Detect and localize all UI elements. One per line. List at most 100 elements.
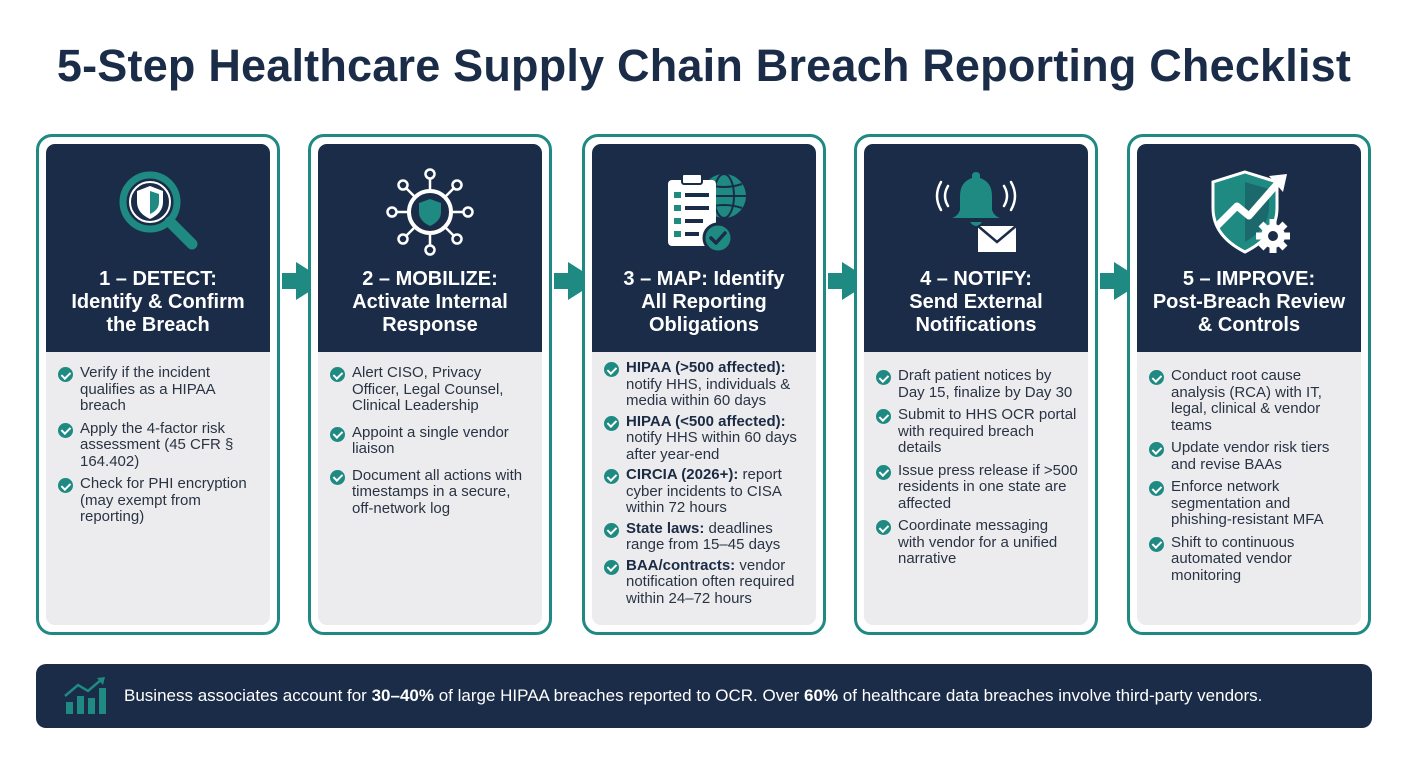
checklist-item-bold: HIPAA (>500 affected): [626, 359, 786, 376]
checklist-item-bold: State laws: [626, 519, 705, 537]
step-title-line: Response [382, 314, 478, 336]
footer-stat-banner: Business associates account for 30–40% o… [36, 664, 1372, 728]
checklist-item-text: CIRCIA (2026+): report cyber incidents t… [626, 466, 806, 517]
step-checklist: Verify if the incident qualifies as a HI… [46, 352, 270, 625]
check-circle-icon [604, 362, 619, 377]
check-circle-icon [1149, 481, 1164, 496]
checklist-item-text: HIPAA (>500 affected): notify HHS, indiv… [626, 359, 806, 410]
checklist-item-detail: deadlines range from 15–45 days [626, 519, 781, 553]
step-checklist: Alert CISO, Privacy Officer, Legal Couns… [318, 352, 542, 625]
check-circle-icon [876, 409, 891, 424]
footer-text-part: of large HIPAA breaches reported to OCR.… [433, 686, 805, 705]
checklist-item-text: Verify if the incident qualifies as a HI… [80, 364, 215, 414]
step-title-line: 3 – MAP: Identify [623, 268, 785, 290]
step-title-line: 2 – MOBILIZE: [362, 268, 498, 290]
step-title-line: All Reporting [641, 291, 767, 313]
step-header: 4 – NOTIFY: Send External Notifications [864, 144, 1088, 352]
footer-stat-bold: 60% [804, 686, 839, 705]
checklist-item-text: Alert CISO, Privacy Officer, Legal Couns… [352, 364, 504, 414]
step-title-line: 1 – DETECT: [99, 268, 217, 290]
footer-text: Business associates account for 30–40% o… [124, 686, 1262, 706]
checklist-item: Document all actions with timestamps in … [330, 466, 532, 518]
checklist-item-text: BAA/contracts: vendor notification often… [626, 556, 806, 608]
checklist-item: Conduct root cause analysis (RCA) with I… [1149, 367, 1351, 434]
check-circle-icon [330, 469, 345, 485]
step-title-line: Notifications [915, 314, 1037, 336]
page-title: 5-Step Healthcare Supply Chain Breach Re… [56, 40, 1352, 91]
step-card-map: 3 – MAP: Identify All Reporting Obligati… [582, 134, 826, 635]
step-checklist: HIPAA (>500 affected): notify HHS, indiv… [592, 352, 816, 625]
step-title-line: & Controls [1197, 314, 1301, 336]
check-circle-icon [604, 522, 619, 538]
network-shield-icon [380, 162, 480, 262]
check-circle-icon [330, 426, 345, 442]
checklist-item: Issue press release if >500 residents in… [876, 461, 1078, 513]
check-circle-icon [876, 520, 891, 535]
checklist-item-bold: HIPAA (<500 affected): [626, 412, 786, 430]
checklist-item-text: Appoint a single vendor liaison [352, 423, 509, 457]
step-title-line: the Breach [106, 314, 210, 336]
step-card-notify: 4 – NOTIFY: Send External Notifications … [854, 134, 1098, 635]
checklist-item-text: Update vendor risk tiers and revise BAAs [1171, 439, 1330, 473]
footer-stat-bold: 30–40% [371, 686, 434, 705]
step-title-line: Obligations [649, 314, 759, 336]
check-circle-icon [1149, 536, 1164, 552]
checklist-item: Shift to continuous automated vendor mon… [1149, 533, 1351, 585]
checklist-item: Submit to HHS OCR portal with required b… [876, 406, 1078, 457]
checklist-item: Alert CISO, Privacy Officer, Legal Couns… [330, 364, 532, 415]
checklist-item: Coordinate messaging with vendor for a u… [876, 517, 1078, 568]
step-title-line: Send External [909, 291, 1043, 313]
checklist-item-text: Check for PHI encryption (may exempt fro… [80, 475, 247, 525]
checklist-item-text: Coordinate messaging with vendor for a u… [898, 517, 1058, 567]
checklist-item-bold: CIRCIA (2026+): [626, 466, 739, 483]
checklist-item-text: Apply the 4-factor risk assessment (45 C… [80, 419, 234, 470]
step-header: 2 – MOBILIZE: Activate Internal Response [318, 144, 542, 352]
shield-trend-gear-icon [1199, 162, 1299, 262]
checklist-item-text: Enforce network segmentation and phishin… [1171, 478, 1324, 528]
check-circle-icon [58, 422, 73, 438]
checklist-item: Update vendor risk tiers and revise BAAs [1149, 439, 1351, 473]
step-checklist: Draft patient notices by Day 15, finaliz… [864, 352, 1088, 625]
checklist-item: HIPAA (>500 affected): notify HHS, indiv… [604, 359, 806, 410]
checklist-item: Appoint a single vendor liaison [330, 423, 532, 458]
footer-text-part: Business associates account for [124, 686, 372, 705]
check-circle-icon [604, 559, 619, 575]
checklist-item-text: Draft patient notices by Day 15, finaliz… [898, 367, 1073, 401]
check-circle-icon [604, 469, 619, 484]
bar-chart-trend-icon [62, 676, 108, 716]
checklist-item-text: Conduct root cause analysis (RCA) with I… [1171, 367, 1322, 434]
checklist-item-text: HIPAA (<500 affected): notify HHS within… [626, 412, 806, 464]
check-circle-icon [330, 367, 345, 382]
step-header: 3 – MAP: Identify All Reporting Obligati… [592, 144, 816, 352]
clipboard-globe-icon [654, 162, 754, 262]
check-circle-icon [604, 415, 619, 431]
step-title-line: 5 – IMPROVE: [1182, 268, 1316, 290]
checklist-item: CIRCIA (2026+): report cyber incidents t… [604, 466, 806, 517]
check-circle-icon [1149, 442, 1164, 457]
checklist-item: Draft patient notices by Day 15, finaliz… [876, 367, 1078, 401]
step-checklist: Conduct root cause analysis (RCA) with I… [1137, 352, 1361, 625]
checklist-item-text: Shift to continuous automated vendor mon… [1171, 533, 1295, 584]
check-circle-icon [58, 367, 73, 382]
check-circle-icon [58, 478, 73, 493]
step-header: 5 – IMPROVE: Post-Breach Review & Contro… [1137, 144, 1361, 352]
checklist-item: BAA/contracts: vendor notification often… [604, 556, 806, 608]
footer-text-part: of healthcare data breaches involve thir… [838, 686, 1263, 705]
checklist-item: Check for PHI encryption (may exempt fro… [58, 475, 260, 526]
checklist-item: Verify if the incident qualifies as a HI… [58, 364, 260, 415]
step-card-improve: 5 – IMPROVE: Post-Breach Review & Contro… [1127, 134, 1371, 635]
checklist-item-detail: vendor notification often required withi… [626, 556, 795, 607]
checklist-item-text: Document all actions with timestamps in … [352, 466, 523, 517]
checklist-item: HIPAA (<500 affected): notify HHS within… [604, 412, 806, 464]
checklist-item: Enforce network segmentation and phishin… [1149, 478, 1351, 529]
step-header: 1 – DETECT: Identify & Confirm the Breac… [46, 144, 270, 352]
checklist-item-detail: report cyber incidents to CISA within 72… [626, 466, 782, 516]
check-circle-icon [876, 464, 891, 480]
step-title-line: Post-Breach Review [1152, 291, 1346, 313]
bell-envelope-icon [926, 162, 1026, 262]
step-title-line: Activate Internal [352, 291, 508, 313]
step-card-mobilize: 2 – MOBILIZE: Activate Internal Response… [308, 134, 552, 635]
checklist-item-detail: notify HHS, individuals & media within 6… [626, 375, 791, 409]
checklist-item-text: Issue press release if >500 residents in… [898, 461, 1078, 512]
checklist-item-text: State laws: deadlines range from 15–45 d… [626, 519, 806, 554]
